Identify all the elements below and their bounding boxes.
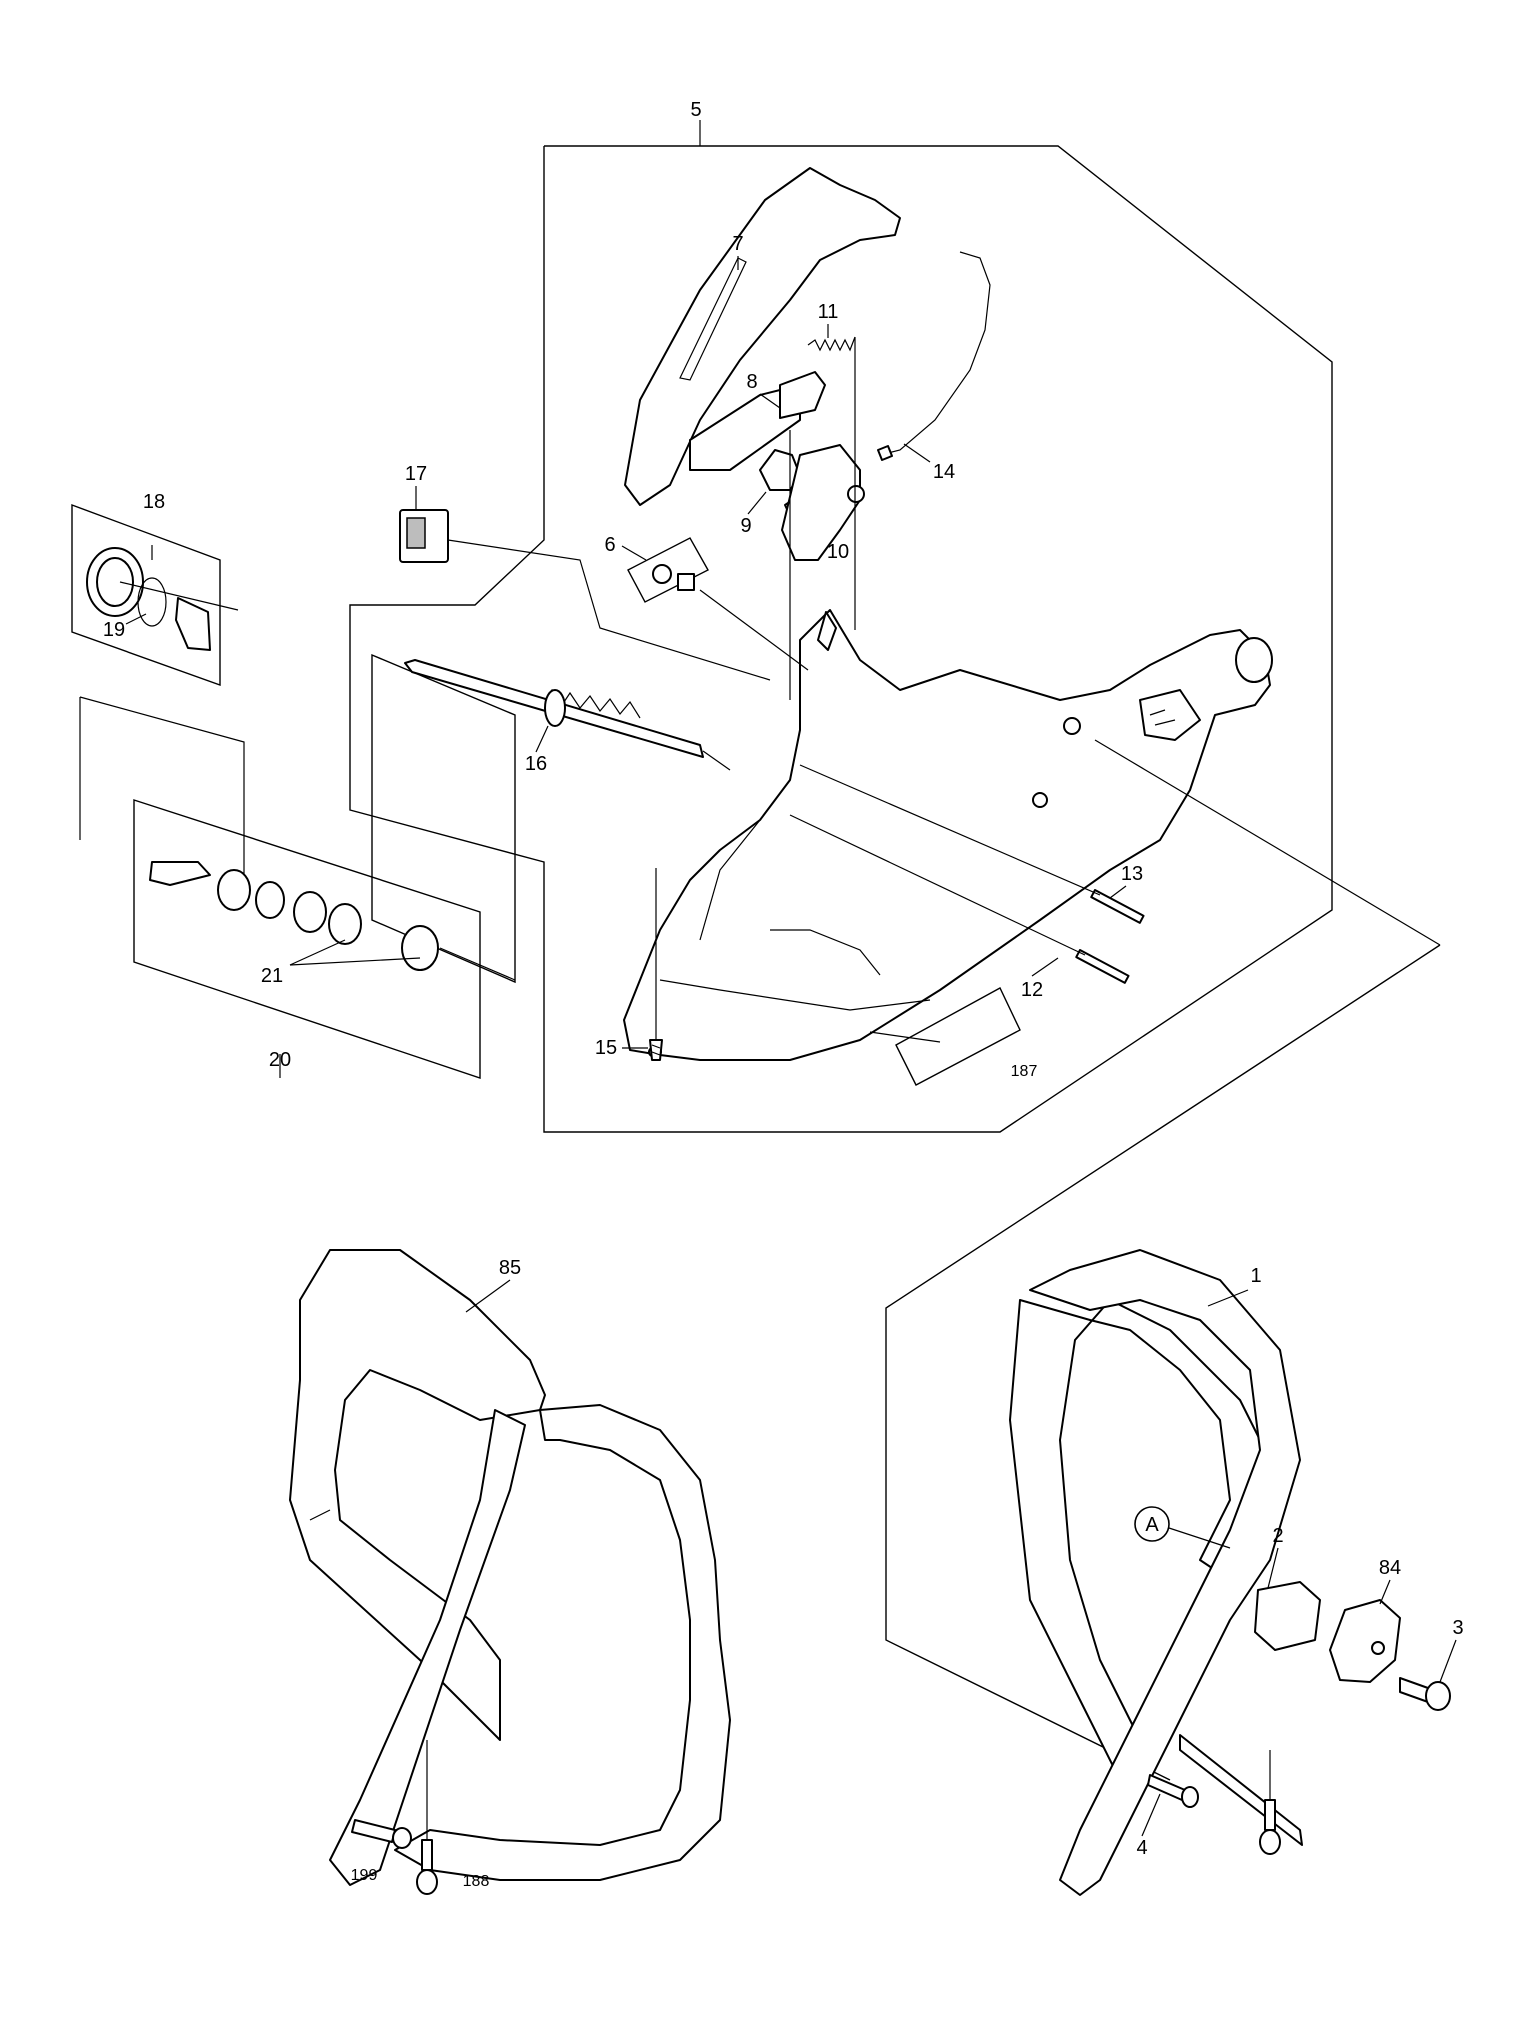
callout-199: 199 (351, 1867, 378, 1884)
assembly-frame-16 (371, 653, 516, 984)
marker-a: A (1134, 1506, 1231, 1549)
callout-188: 188 (463, 1873, 490, 1890)
callout-21: 21 (261, 965, 283, 987)
assembly-frame-18 (71, 503, 221, 686)
screw-part-199 (351, 1819, 412, 1849)
throttle-trigger-part-8 (689, 371, 826, 471)
spring-part-11 (789, 336, 856, 700)
callout-4: 4 (1136, 1837, 1147, 1859)
callout-11: 11 (818, 301, 839, 323)
callout-187: 187 (1011, 1063, 1038, 1080)
callout-16: 16 (525, 753, 547, 775)
assembly-frame-20 (79, 696, 481, 1079)
connector-part-17 (399, 509, 771, 681)
callout-14: 14 (933, 461, 955, 483)
filter-assembly-part-20 (149, 861, 516, 1078)
screw-part-188 (416, 1740, 438, 1895)
screw-part-3 (1399, 1677, 1451, 1711)
callout-6: 6 (604, 534, 615, 556)
callout-3: 3 (1452, 1617, 1463, 1639)
leader-lines (885, 739, 1441, 1781)
callout-19: 19 (103, 619, 125, 641)
screw-part-4 (1147, 1774, 1199, 1808)
callout-1: 1 (1250, 1265, 1261, 1287)
top-cover-part-7 (624, 167, 901, 506)
label-part-187 (869, 987, 1021, 1086)
marker-a-label: A (1145, 1514, 1159, 1536)
bracket-part-2 (1254, 1581, 1321, 1651)
lever-part-10 (781, 444, 865, 561)
front-handle-bar-part-1 (1009, 1249, 1303, 1896)
callout-2: 2 (1272, 1525, 1283, 1547)
pins-parts-12-13 (789, 764, 1145, 984)
callout-leaders (125, 256, 1457, 1837)
valve-assembly-part-18 (86, 545, 239, 651)
screw-part-15 (649, 868, 663, 1061)
callout-labels: 5 7 11 8 14 17 9 10 6 18 19 16 13 12 15 … (103, 99, 1464, 1890)
screw-lower-right (1259, 1750, 1281, 1855)
callout-20: 20 (269, 1049, 291, 1071)
callout-7: 7 (732, 233, 743, 255)
assembly-frame-5 (349, 120, 1333, 1133)
cable-part-14 (877, 251, 991, 461)
front-handle-bar-part-85 (289, 1249, 731, 1886)
cap-part-84 (1329, 1599, 1401, 1683)
callout-85: 85 (499, 1257, 521, 1279)
switch-part-6 (627, 537, 809, 671)
shaft-part-16 (404, 659, 731, 771)
callout-13: 13 (1121, 863, 1143, 885)
callout-12: 12 (1021, 979, 1043, 1001)
callout-8: 8 (746, 371, 757, 393)
callout-17: 17 (405, 463, 427, 485)
callout-84: 84 (1379, 1557, 1401, 1579)
callout-18: 18 (143, 491, 165, 513)
callout-9: 9 (740, 515, 751, 537)
callout-5: 5 (690, 99, 701, 121)
callout-10: 10 (827, 541, 849, 563)
callout-15: 15 (595, 1037, 617, 1059)
handle-housing (623, 609, 1273, 1061)
